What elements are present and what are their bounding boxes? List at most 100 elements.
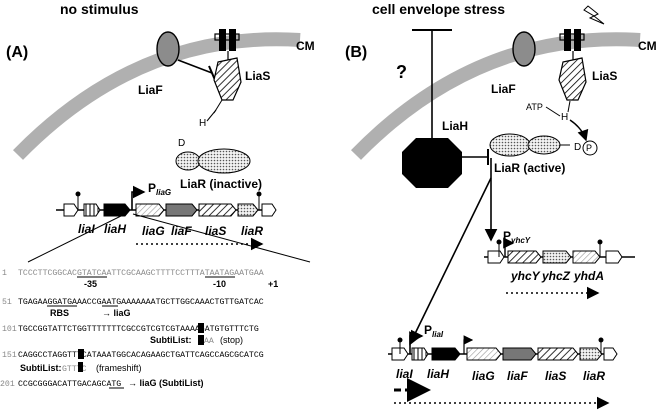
seq-line4-number: 151 bbox=[2, 351, 17, 360]
liaF-protein-a bbox=[156, 31, 180, 67]
seq-line5-end: → liaG (SubtiList) bbox=[128, 378, 204, 388]
mutation-highlight-1 bbox=[198, 323, 204, 333]
seq-line3: TGCCGGTATTCTGGTTTTTTTCGCCGTCGTCGTAAAAGAT… bbox=[18, 325, 259, 334]
operon-b bbox=[388, 329, 618, 361]
gene-label-liaG-a: liaG bbox=[142, 224, 165, 238]
gene-labels-b: liaI liaH liaG liaF liaS liaR bbox=[396, 367, 605, 383]
operon-a bbox=[56, 185, 277, 217]
seq-line5: CCGCGGGACATTGACAGCATG bbox=[18, 380, 121, 389]
liaR-inactive bbox=[175, 148, 251, 174]
liaR-active bbox=[489, 133, 598, 157]
seq-line1-number: 1 bbox=[2, 269, 7, 278]
gene-label-liaI-b: liaI bbox=[396, 367, 413, 381]
seq-line1: TCCCTTCGGCACGTATCAATTCGCAAGCTTTTCCTTTATA… bbox=[18, 269, 264, 278]
his-label-b: H bbox=[561, 112, 568, 123]
liaH-label: LiaH bbox=[442, 119, 468, 133]
membrane-label-a: CM bbox=[296, 39, 315, 53]
liaS-label-a: LiaS bbox=[245, 69, 270, 83]
gene-label-liaH-b: liaH bbox=[427, 367, 449, 381]
phosphate-label: P bbox=[586, 143, 592, 153]
inhibition-arrow-a bbox=[177, 59, 213, 74]
panel-b-label: (B) bbox=[345, 44, 367, 61]
gene-label-liaR-b: liaR bbox=[583, 369, 605, 383]
minus35-label: -35 bbox=[84, 279, 97, 289]
atp-label: ATP bbox=[526, 102, 543, 112]
seq-line3-number: 101 bbox=[2, 325, 17, 334]
gene-label-liaR-a: liaR bbox=[241, 224, 263, 238]
gene-label-liaH-a: liaH bbox=[104, 222, 126, 236]
liaG-start-label: → liaG bbox=[102, 308, 131, 318]
gene-label-yhcY: yhcY bbox=[510, 269, 541, 283]
panel-b-header: cell envelope stress bbox=[372, 1, 505, 17]
rbs-label: RBS bbox=[50, 308, 69, 318]
gene-liaS-b bbox=[537, 347, 579, 361]
promoter-liaG-a bbox=[131, 185, 146, 210]
promoter-sequence: 1 TCCCTTCGGCACGTATCAATTCGCAAGCTTTTCCTTTA… bbox=[0, 269, 278, 389]
gene-label-liaG-b: liaG bbox=[472, 369, 495, 383]
gene-liaR-a bbox=[237, 203, 259, 217]
asp-label-a: D bbox=[178, 138, 185, 149]
subtilist-label-2: SubtiList: bbox=[20, 363, 62, 373]
gene-liaH-a bbox=[103, 203, 131, 217]
note1-seq: AA bbox=[204, 337, 214, 346]
gene-liaH-b bbox=[431, 347, 461, 361]
gene-yhcY bbox=[507, 250, 542, 264]
gene-label-liaS-b: liaS bbox=[545, 369, 566, 383]
gene-label-liaS-a: liaS bbox=[205, 224, 226, 238]
gene-label-yhcZ: yhcZ bbox=[541, 269, 571, 283]
yhc-operon bbox=[484, 237, 635, 264]
panel-a: no stimulus (A) CM LiaF LiaS H D LiaR (i… bbox=[6, 1, 315, 263]
liaS-label-b: LiaS bbox=[592, 69, 617, 83]
panel-a-header: no stimulus bbox=[60, 1, 139, 17]
his-label-a: H bbox=[199, 118, 206, 129]
note2-frameshift: (frameshift) bbox=[96, 363, 142, 373]
liaF-label-a: LiaF bbox=[138, 83, 163, 97]
liaS-kinase-a bbox=[213, 29, 242, 101]
promoter-yhcY-label: PyhcY bbox=[503, 229, 531, 245]
gene-liaG-a bbox=[135, 203, 165, 217]
gene-liaF-b bbox=[502, 347, 537, 361]
lightning-icon bbox=[583, 5, 605, 25]
minus10-label: -10 bbox=[213, 279, 226, 289]
panel-b: cell envelope stress (B) CM LiaF LiaS AT… bbox=[345, 1, 657, 410]
membrane-label-b: CM bbox=[638, 39, 657, 53]
liaF-label-b: LiaF bbox=[491, 82, 516, 96]
seq-line2: TGAGAAGGATGAAACCGAATGAAAAAAATGCTTGGCAAAC… bbox=[18, 298, 264, 307]
liaR-active-label: LiaR (active) bbox=[494, 161, 565, 175]
seq-line2-number: 51 bbox=[2, 298, 12, 307]
gene-liaI-b bbox=[411, 347, 429, 361]
gene-label-yhdA: yhdA bbox=[573, 269, 604, 283]
plus1-label: +1 bbox=[268, 279, 278, 289]
gene-liaR-b bbox=[579, 347, 603, 361]
cell-membrane-a bbox=[12, 32, 301, 160]
note2-seq: GTTTC bbox=[62, 365, 87, 374]
phosphotransfer-arrow bbox=[569, 119, 589, 142]
promoter-label-a: PliaG bbox=[148, 181, 171, 197]
gene-liaS-a bbox=[198, 203, 237, 217]
gene-label-liaF-a: liaF bbox=[171, 224, 192, 238]
gene-yhcZ bbox=[542, 250, 572, 264]
promoter-liaI-b bbox=[409, 329, 424, 354]
question-mark: ? bbox=[396, 62, 407, 82]
liaH-protein bbox=[402, 138, 462, 188]
gene-liaG-b bbox=[466, 347, 502, 361]
cell-membrane-b bbox=[350, 32, 641, 160]
gene-labels-a: liaI liaH liaG liaF liaS liaR bbox=[78, 222, 263, 238]
seq-line4: CAGGCCTAGGTTTCATAAATGGCACAGAAGCTGATTCAGC… bbox=[18, 351, 264, 360]
gene-label-liaI-a: liaI bbox=[78, 222, 95, 236]
liaS-kinase-b bbox=[558, 29, 587, 101]
yhc-gene-labels: yhcY yhcZ yhdA bbox=[510, 269, 604, 283]
asp-label-b: D bbox=[574, 142, 581, 153]
gene-liaI-a bbox=[83, 203, 101, 217]
seq-line5-number: 201 bbox=[0, 380, 15, 389]
gene-liaF-a bbox=[165, 203, 198, 217]
subtilist-label-1: SubtiList: bbox=[150, 335, 192, 345]
promoter-liaI-label: PliaI bbox=[424, 323, 444, 339]
panel-a-label: (A) bbox=[6, 44, 28, 61]
activation-arrow-liaI bbox=[409, 177, 492, 346]
liaR-inactive-label: LiaR (inactive) bbox=[180, 177, 262, 191]
mutation-highlight-2 bbox=[78, 349, 84, 359]
liaF-protein-b bbox=[512, 31, 536, 67]
gene-yhdA bbox=[572, 250, 601, 264]
